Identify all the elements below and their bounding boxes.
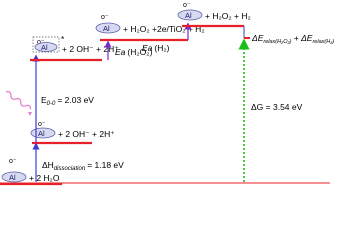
h2o2-superscript: o⁻ — [101, 14, 109, 21]
activation-label-h2o2: Ea(H₂O₂) — [115, 47, 153, 57]
ground-molecule-icon — [1, 171, 27, 183]
dissociated-label: + 2 OH⁻ + 2H⁺ — [58, 129, 115, 139]
activation-label-h2: Ea(H₂) — [142, 43, 170, 53]
excited-bracket — [32, 36, 60, 53]
energy-diagram: o⁻ Al + 2 H₂O o⁻ Al + 2 OH⁻ + 2H⁺ ΔHdiss… — [0, 2, 334, 186]
excited-state: o⁻ Al * + 2 OH⁻ + 2H⁺ — [30, 34, 119, 62]
ground-superscript: o⁻ — [9, 158, 17, 165]
light-wave-arrowhead-icon — [28, 112, 32, 116]
light-wave-icon — [5, 91, 32, 110]
ground-label: + 2 H₂O — [29, 173, 60, 183]
dissociated-superscript: o⁻ — [38, 121, 46, 128]
dissociated-state: o⁻ Al + 2 OH⁻ + 2H⁺ — [30, 121, 115, 145]
excited-label: + 2 OH⁻ + 2H⁺ — [62, 44, 119, 54]
h2o2-ring-label: Al — [103, 24, 110, 33]
h2o2-state: o⁻ Al + H₂O₂ +2e/TiO₂ + H₂ — [95, 14, 205, 42]
excited-marker: * — [61, 34, 65, 44]
dissociated-molecule-icon — [30, 127, 56, 139]
excited-ring-label: Al — [41, 43, 48, 52]
dissociation-label: ΔHdissociation= 1.18 eV — [42, 160, 124, 172]
dissociated-ring-label: Al — [38, 129, 45, 138]
ground-state: o⁻ Al + 2 H₂O — [0, 158, 62, 186]
final-superscript: o⁻ — [183, 2, 191, 9]
final-state: o⁻ Al + H₂O₂ + H₂ — [177, 2, 251, 28]
final-label: + H₂O₂ + H₂ — [205, 11, 251, 21]
excited-superscript: o⁻ — [37, 39, 45, 46]
ground-ring-label: Al — [9, 173, 16, 182]
gibbs-label: ΔG = 3.54 eV — [251, 102, 303, 112]
final-molecule-icon — [177, 9, 203, 21]
energy-diagram-canvas: o⁻ Al + 2 H₂O o⁻ Al + 2 OH⁻ + 2H⁺ ΔHdiss… — [0, 2, 335, 186]
excitation-label: E0-0= 2.03 eV — [41, 95, 94, 107]
relax-label: ΔErelax(H₂O₂) + ΔErelax(H₂) — [251, 33, 334, 45]
final-ring-label: Al — [185, 11, 192, 20]
h2o2-label: + H₂O₂ +2e/TiO₂ + H₂ — [123, 24, 205, 34]
excited-molecule-icon — [34, 42, 58, 52]
h2o2-molecule-icon — [95, 22, 121, 34]
